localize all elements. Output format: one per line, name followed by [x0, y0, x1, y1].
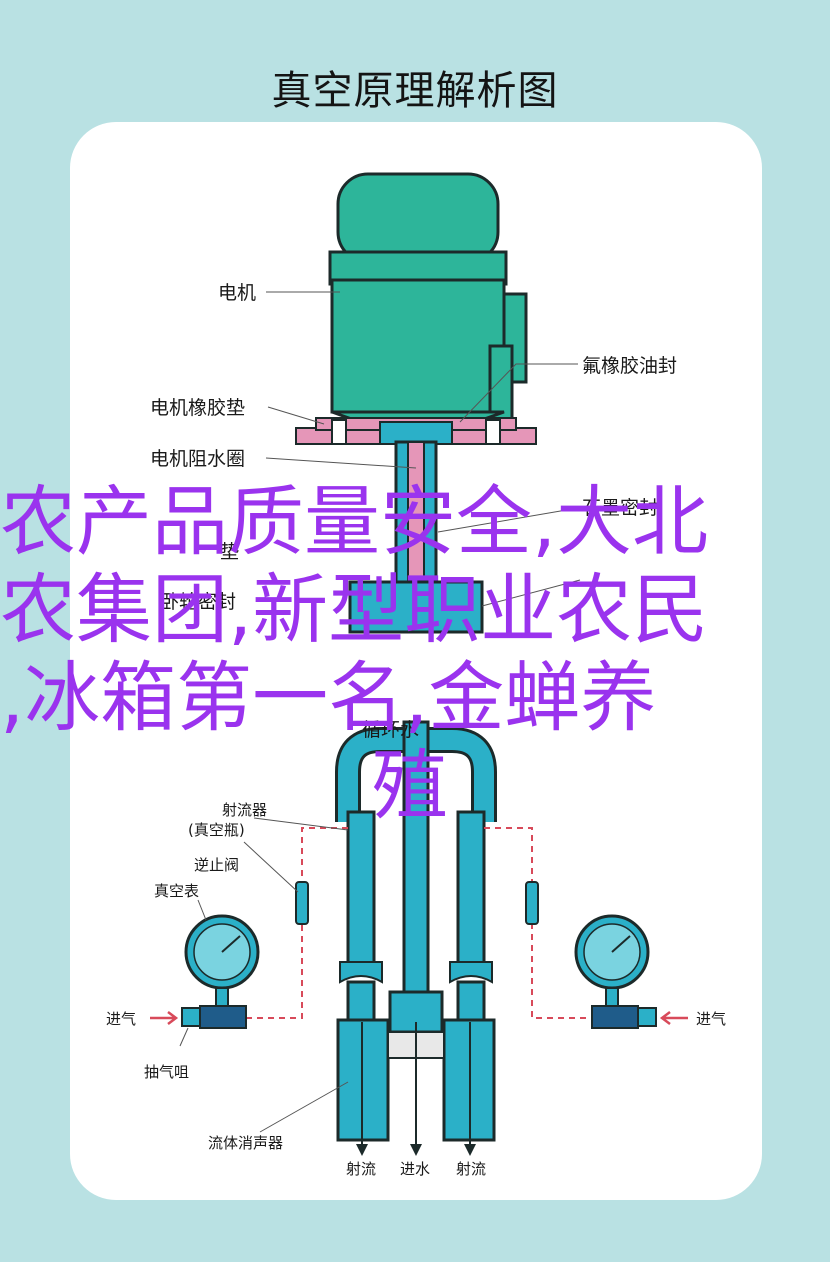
label-ejector: 射流器	[222, 801, 267, 819]
label-motor: 电机	[218, 282, 256, 304]
pump-body	[335, 720, 497, 1156]
label-motor-gasket: 电机橡胶垫	[150, 397, 245, 419]
overlay-line-3: ,冰箱第一名,金蝉养	[0, 653, 657, 742]
label-air-in-right: 进气	[696, 1010, 726, 1028]
label-air-in-left: 进气	[106, 1010, 136, 1028]
label-air-valve: 抽气咀	[144, 1063, 189, 1081]
overlay-line-2: 农集团,新型职业农民	[0, 565, 709, 654]
label-flow-seal: 卧轮密封	[160, 591, 236, 613]
label-jet-out-left: 射流	[346, 1160, 376, 1178]
overlay-line-1: 农产品质量安全,大北	[0, 477, 709, 566]
air-valve-right	[591, 1005, 688, 1029]
label-graphite-seal: 石墨密封	[582, 497, 658, 519]
check-valve-left	[295, 881, 309, 925]
shaft-housing	[348, 421, 484, 634]
labels: 电机 氟橡胶油封 电机橡胶垫 电机阻水圈 石墨密封 垫 卧轮密封 循环水 射流器…	[106, 282, 726, 1178]
label-motor-water-ring: 电机阻水圈	[150, 448, 245, 470]
overlay-headline: 农产品质量安全,大北 农集团,新型职业农民 ,冰箱第一名,金蝉养 殖	[0, 478, 830, 830]
label-circ-water: 循环水	[362, 719, 419, 741]
label-vacuum-gauge: 真空表	[154, 882, 199, 900]
check-valve-right	[525, 881, 539, 925]
leader-lines	[179, 291, 581, 1133]
label-ejector-sub: (真空瓶)	[188, 821, 245, 839]
label-check-valve: 逆止阀	[194, 856, 239, 874]
pump-diagram: 电机 氟橡胶油封 电机橡胶垫 电机阻水圈 石墨密封 垫 卧轮密封 循环水 射流器…	[106, 172, 726, 1178]
label-gasket: 垫	[220, 541, 239, 563]
air-valve-left	[150, 1005, 247, 1029]
motor	[328, 172, 528, 428]
label-fluoro-seal: 氟橡胶油封	[582, 355, 677, 377]
label-water-in: 进水	[400, 1160, 430, 1178]
overlay-line-4: 殖	[372, 741, 448, 830]
diagram-card: 电机 氟橡胶油封 电机橡胶垫 电机阻水圈 石墨密封 垫 卧轮密封 循环水 射流器…	[70, 122, 762, 1200]
page-title: 真空原理解析图	[271, 68, 559, 114]
label-jet-out-right: 射流	[456, 1160, 486, 1178]
vacuum-gauge-left	[184, 914, 260, 1011]
vacuum-gauge-right	[574, 914, 650, 1011]
label-silencer: 流体消声器	[208, 1134, 283, 1152]
